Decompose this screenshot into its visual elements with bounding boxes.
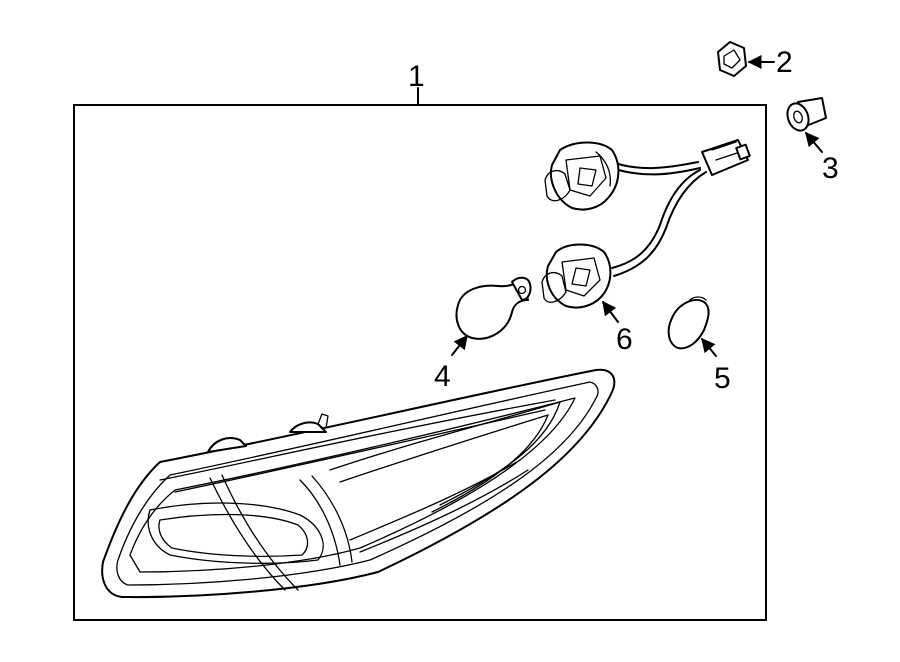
bulb-icon — [667, 296, 710, 350]
wiring-harness-icon — [611, 161, 707, 277]
bulb-icon — [455, 276, 532, 340]
callout-5-leader — [701, 337, 717, 357]
grommet-icon — [786, 97, 827, 132]
callout-3-leader — [805, 131, 823, 153]
callout-6-leader — [602, 300, 619, 323]
bulb-socket-icon — [541, 141, 620, 309]
callout-1: 1 — [408, 60, 425, 93]
callout-4-leader — [451, 334, 468, 356]
callout-2: 2 — [776, 46, 793, 79]
callout-3: 3 — [822, 152, 839, 185]
assembly-frame — [73, 104, 767, 621]
callout-5: 5 — [714, 362, 731, 395]
tail-lamp-assembly-icon — [101, 368, 616, 599]
connector-icon — [701, 139, 751, 176]
callout-6: 6 — [616, 323, 633, 356]
nut-icon — [717, 41, 747, 77]
callout-4: 4 — [434, 360, 451, 393]
